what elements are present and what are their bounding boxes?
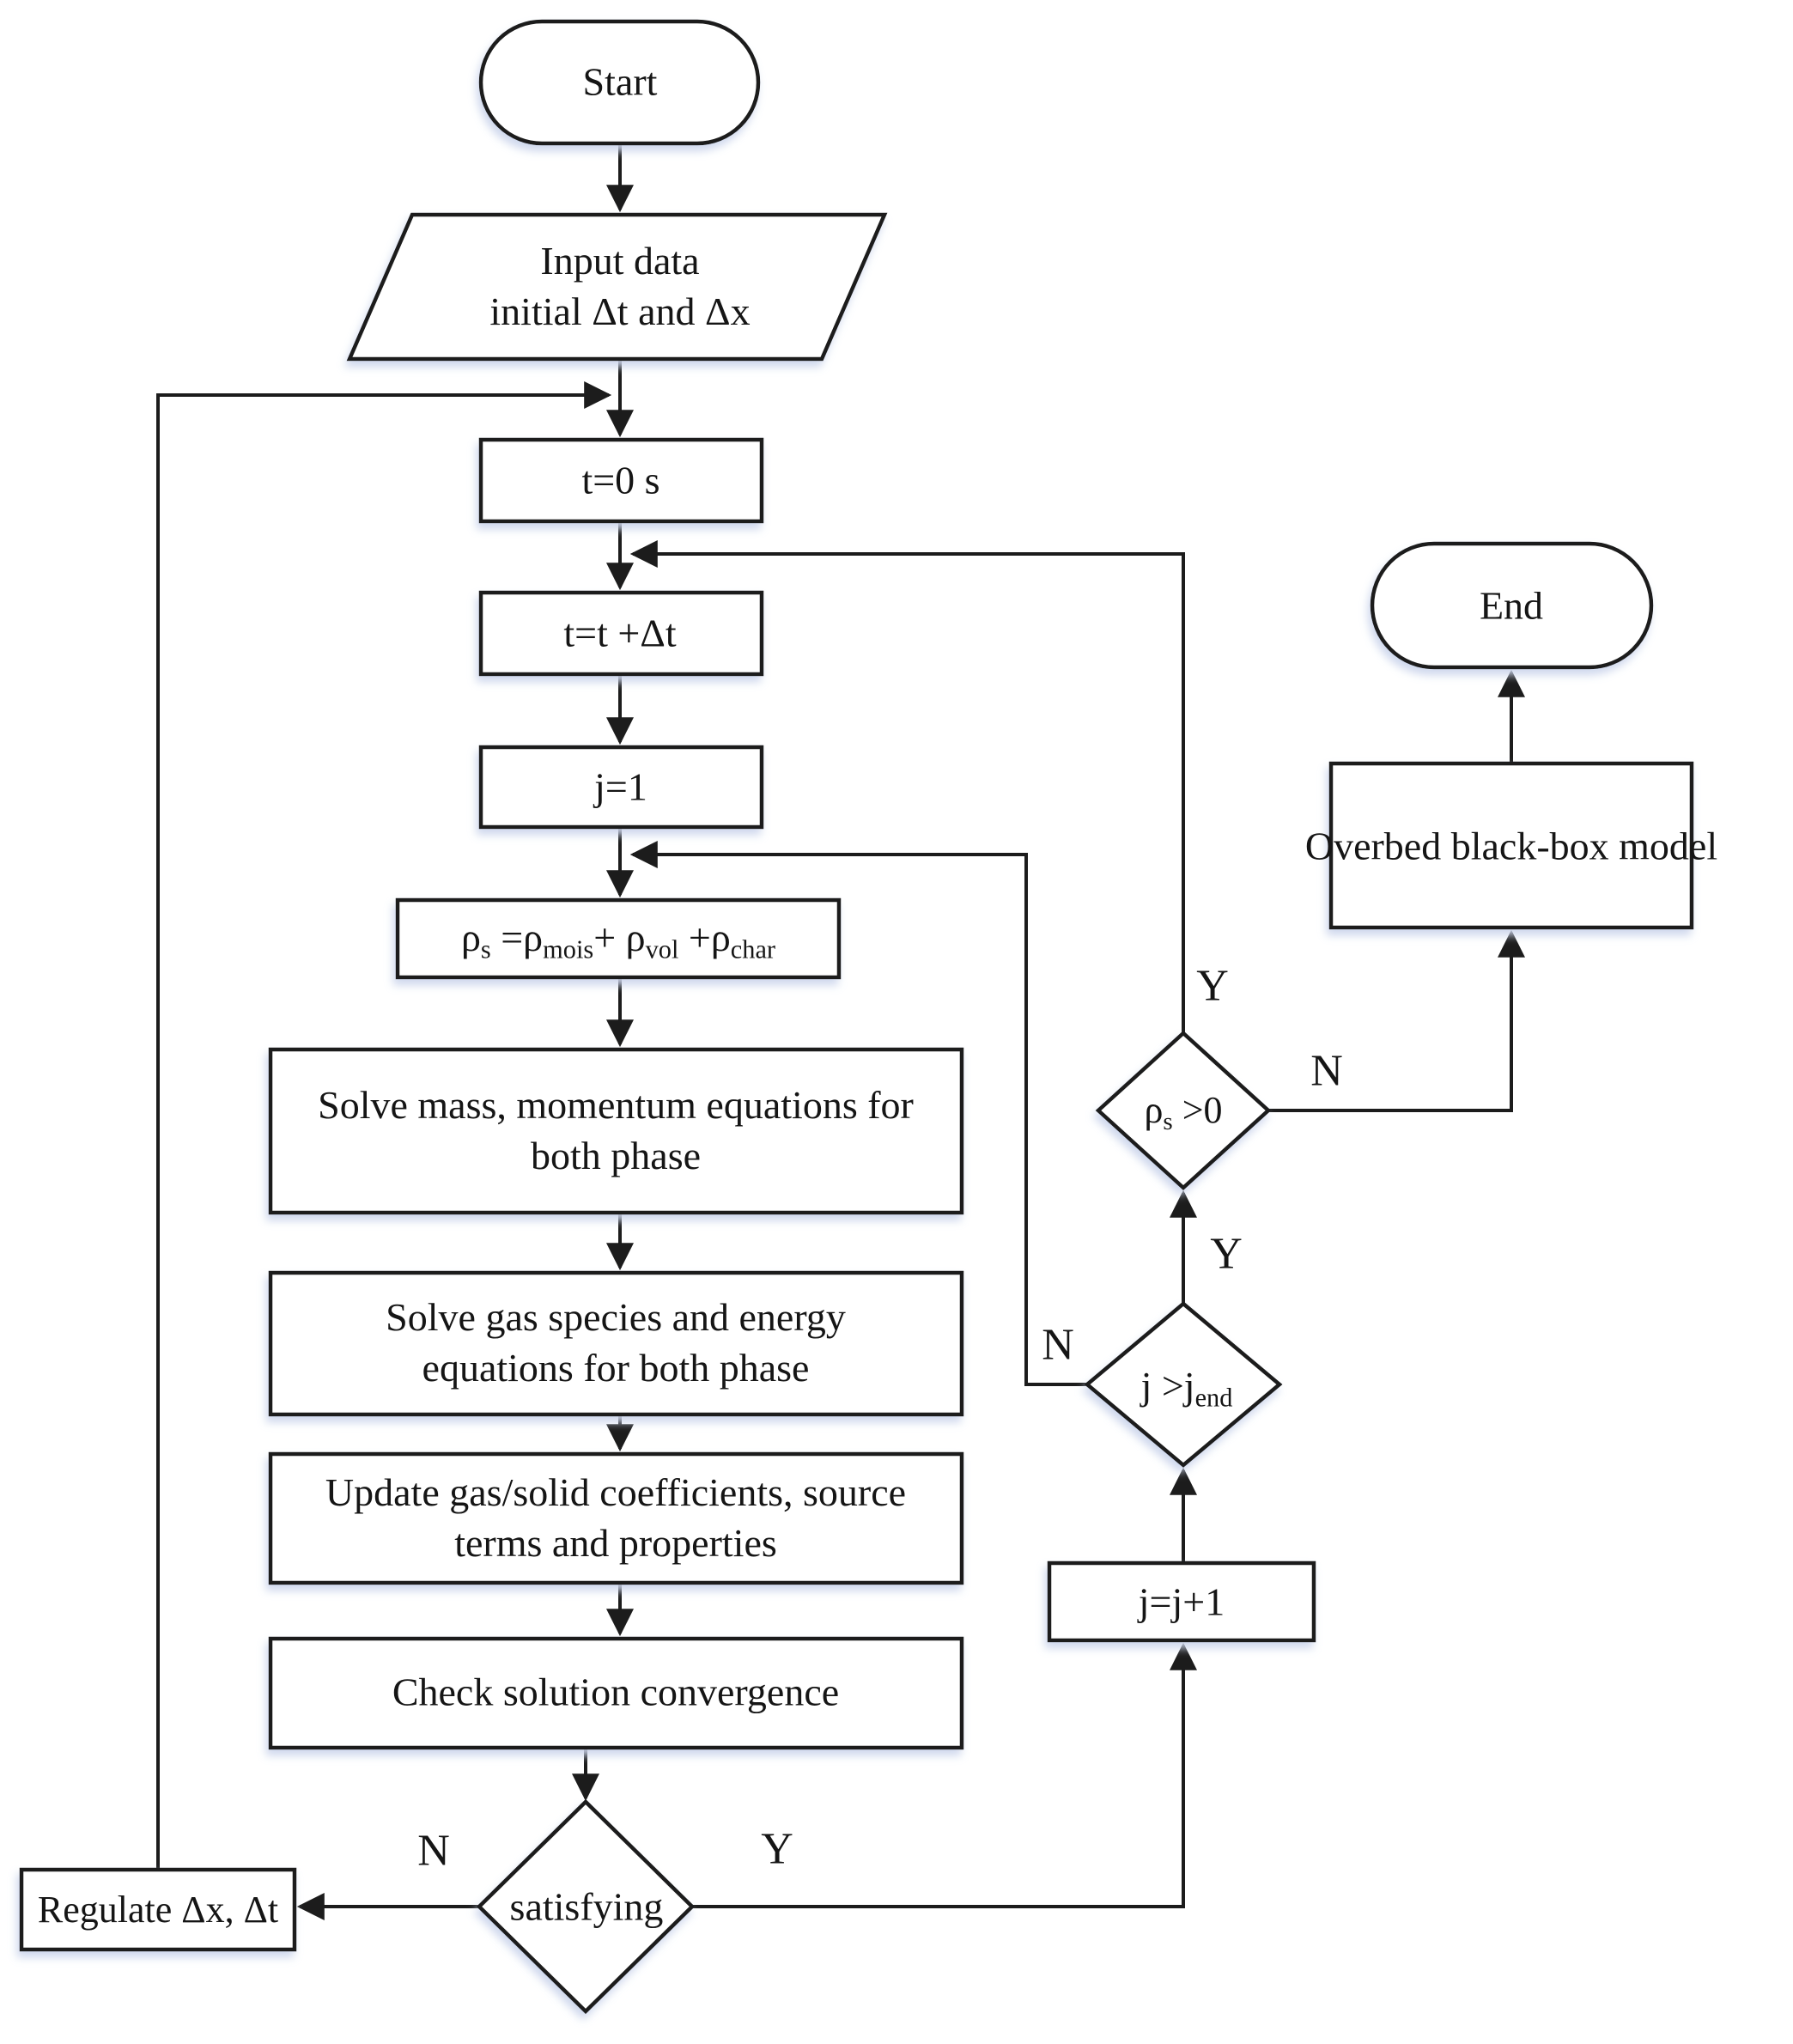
label-solve-mass-line1: Solve mass, momentum equations for — [318, 1083, 914, 1128]
label-satisfying: satisfying — [509, 1884, 664, 1929]
densitycheck-decision-shape — [1095, 1030, 1272, 1191]
label-t-step: t=t +Δt — [563, 611, 677, 655]
label-input-data-line1: Input data — [540, 239, 700, 283]
satisfying-decision-shape — [476, 1798, 696, 2015]
label-j-increment: j=j+1 — [1138, 1579, 1225, 1624]
start-terminator-shape — [478, 19, 761, 146]
end-terminator-shape — [1370, 541, 1654, 670]
tzero-process-shape — [478, 437, 764, 524]
label-update-coeff-line1: Update gas/solid coefficients, source — [325, 1470, 907, 1515]
regulate-process-shape — [19, 1867, 297, 1952]
branch-label-jend-yes: Y — [1210, 1229, 1243, 1279]
edge-satisfying-yes — [692, 1642, 1197, 1908]
label-solve-gas: Solve gas species and energy equations f… — [386, 1293, 846, 1394]
label-solve-mass: Solve mass, momentum equations for both … — [318, 1080, 914, 1182]
update-process-shape — [268, 1451, 964, 1585]
jincrement-process-shape — [1047, 1560, 1316, 1643]
label-input-data: Input data initial Δt and Δx — [489, 236, 750, 338]
label-density-check: ρs >0 — [1144, 1088, 1223, 1135]
label-update-coeff: Update gas/solid coefficients, source te… — [325, 1468, 906, 1569]
label-solve-mass-line2: both phase — [530, 1134, 702, 1177]
jend-decision-shape — [1084, 1301, 1283, 1468]
edge-density-yes-feedback — [629, 540, 1185, 1033]
label-j-end-check: j >jend — [1140, 1363, 1233, 1413]
label-start: Start — [582, 59, 658, 104]
label-update-coeff-line2: terms and properties — [454, 1521, 777, 1565]
overbed-process-shape — [1328, 761, 1694, 930]
jinit-process-shape — [478, 745, 764, 830]
check-process-shape — [268, 1636, 964, 1750]
densitysum-process-shape — [395, 897, 842, 980]
solvegas-process-shape — [268, 1270, 964, 1417]
label-solve-gas-line2: equations for both phase — [422, 1346, 810, 1390]
label-t-zero: t=0 s — [581, 458, 660, 502]
solvemass-process-shape — [268, 1047, 964, 1215]
input-parallelogram-shape — [346, 212, 888, 362]
branch-label-satisfying-yes: Y — [761, 1824, 793, 1874]
label-end: End — [1479, 583, 1544, 628]
branch-label-jend-no: N — [1042, 1320, 1074, 1370]
branch-label-satisfying-no: N — [417, 1826, 450, 1876]
branch-label-density-no: N — [1310, 1046, 1343, 1096]
branch-label-density-yes: Y — [1196, 961, 1229, 1011]
label-regulate: Regulate Δx, Δt — [37, 1888, 279, 1931]
label-overbed: Overbed black-box model — [1304, 824, 1718, 868]
edge-jend-no-feedback — [629, 841, 1087, 1386]
label-density-sum: ρs =ρmois+ ρvol +ρchar — [460, 915, 776, 964]
label-input-data-line2: initial Δt and Δx — [489, 289, 751, 333]
edge-density-no — [1268, 929, 1525, 1112]
label-solve-gas-line1: Solve gas species and energy — [386, 1295, 846, 1340]
label-check-conv: Check solution convergence — [392, 1670, 840, 1714]
tstep-process-shape — [478, 590, 764, 677]
label-j-init: j=1 — [594, 764, 647, 809]
edge-regulate-feedback — [156, 381, 612, 1870]
